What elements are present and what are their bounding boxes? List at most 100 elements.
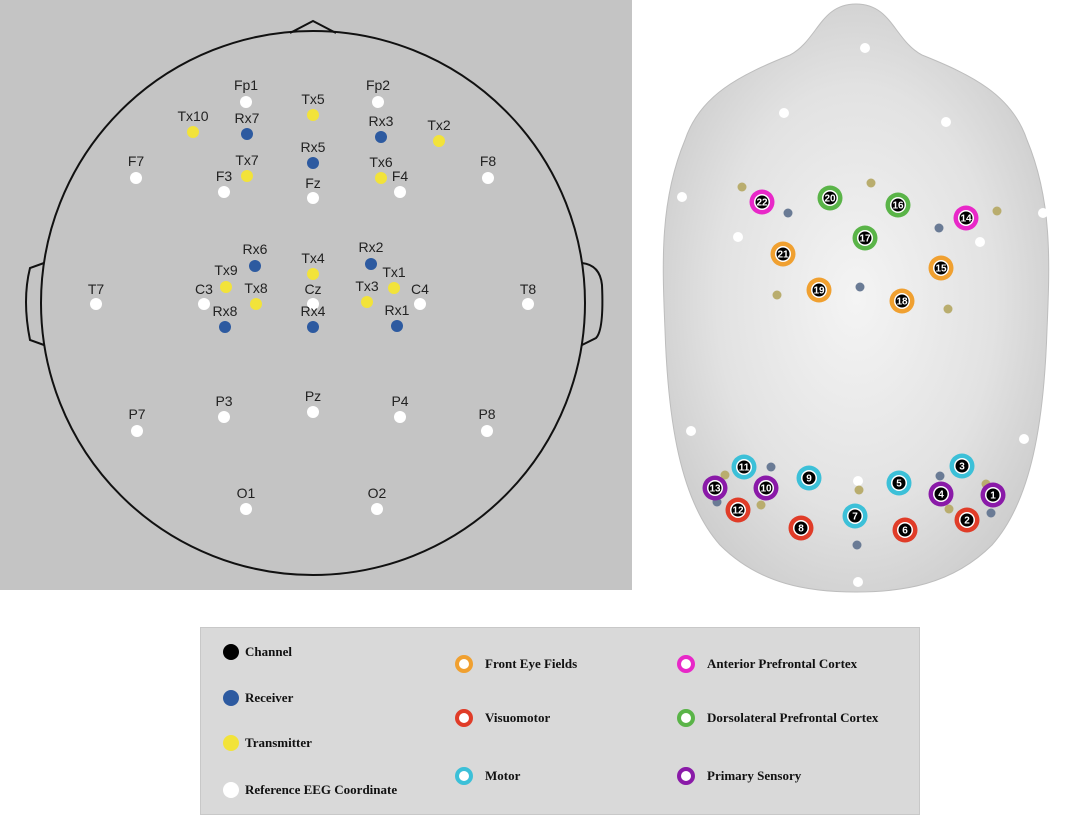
eeg-label-t8: T8 [520,281,537,297]
channel-16: 16 [885,192,911,218]
legend-label-receiver: Receiver [245,690,294,705]
eeg-label-o1: O1 [237,485,256,501]
transmitter-label-tx7: Tx7 [235,152,259,168]
head-transmitter-dot [944,504,954,514]
head-reference-dot [733,232,743,242]
transmitter-label-tx2: Tx2 [427,117,451,133]
receiver-dot-rx6 [249,260,261,272]
channel-number-18: 18 [896,297,908,308]
eeg-label-fz: Fz [305,175,321,191]
head-receiver-dot [766,462,776,472]
eeg-label-f8: F8 [480,153,497,169]
channel-dot-17 [858,231,872,245]
eeg-dot-fz [307,192,319,204]
legend-label-transmitter: Transmitter [245,735,312,750]
head-reference-dot [941,117,951,127]
channel-number-16: 16 [892,201,904,212]
transmitter-label-tx3: Tx3 [355,278,379,294]
dorsolateral-prefrontal-swatch [677,709,695,727]
eeg-dot-p4 [394,411,406,423]
eeg-dot-pz [307,406,319,418]
head-reference-dot [779,108,789,118]
transmitter-label-tx8: Tx8 [244,280,268,296]
receiver-label-rx2: Rx2 [359,239,384,255]
eeg-dot-p3 [218,411,230,423]
eeg-label-f3: F3 [216,168,233,184]
head-reference-dot [677,192,687,202]
receiver-label-rx3: Rx3 [369,113,394,129]
legend-item-anterior-prefrontal: Anterior Prefrontal Cortex [677,653,857,675]
channel-5: 5 [886,470,912,496]
receiver-dot-rx5 [307,157,319,169]
head-transmitter-dot [720,470,730,480]
reference-swatch [223,782,239,798]
eeg-dot-c4 [414,298,426,310]
channel-19: 19 [806,277,832,303]
transmitter-label-tx9: Tx9 [214,262,238,278]
eeg-label-p7: P7 [128,406,145,422]
channel-13: 13 [702,475,728,501]
receiver-swatch [223,690,239,706]
eeg-dot-f8 [482,172,494,184]
eeg-dot-cz [307,298,319,310]
legend-item-visuomotor: Visuomotor [455,707,550,729]
transmitter-dot-tx10 [187,126,199,138]
head-transmitter-dot [854,485,864,495]
channel-dot-1 [986,488,1000,502]
visuomotor-swatch [455,709,473,727]
eeg-dot-fp1 [240,96,252,108]
head-reference-dot [853,577,863,587]
eeg-label-p4: P4 [391,393,408,409]
eeg-dot-fp2 [372,96,384,108]
channel-dot-14 [959,211,973,225]
eeg-label-f4: F4 [392,168,409,184]
transmitter-label-tx4: Tx4 [301,250,325,266]
channel-number-22: 22 [756,198,768,209]
legend-item-dorsolateral-prefrontal: Dorsolateral Prefrontal Cortex [677,707,878,729]
eeg-dot-p8 [481,425,493,437]
channel-21: 21 [770,241,796,267]
head-transmitter-dot [866,178,876,188]
head-receiver-dot [935,471,945,481]
legend: Channel Receiver Transmitter Reference E… [200,627,920,815]
eeg-dot-t8 [522,298,534,310]
channel-dot-11 [737,460,751,474]
receiver-label-rx8: Rx8 [213,303,238,319]
head-reference-dot [1038,208,1048,218]
channel-dot-3 [955,459,969,473]
channel-number-1: 1 [990,491,996,502]
transmitter-dot-tx3 [361,296,373,308]
channel-dot-19 [812,283,826,297]
eeg-label-fp1: Fp1 [234,77,258,93]
right-ear-outline [581,262,604,346]
channel-dot-15 [934,261,948,275]
legend-item-primary-sensory: Primary Sensory [677,765,801,787]
channel-dot-22 [755,195,769,209]
eeg-label-cz: Cz [304,281,321,297]
channel-dot-2 [960,513,974,527]
legend-label-reference: Reference EEG Coordinate [245,782,398,797]
anterior-prefrontal-swatch [677,655,695,673]
channel-dot-5 [892,476,906,490]
channel-dot-16 [891,198,905,212]
transmitter-dot-tx9 [220,281,232,293]
channel-number-6: 6 [902,526,908,537]
receiver-dot-rx3 [375,131,387,143]
receiver-label-rx6: Rx6 [243,241,268,257]
channel-7: 7 [842,503,868,529]
eeg-label-pz: Pz [305,388,321,404]
left-ear-outline [25,262,45,346]
head-receiver-dot [852,540,862,550]
legend-label-front-eye-fields: Front Eye Fields [485,656,578,671]
transmitter-label-tx5: Tx5 [301,91,325,107]
transmitter-dot-tx2 [433,135,445,147]
channel-number-5: 5 [896,479,902,490]
receiver-dot-rx7 [241,128,253,140]
head-transmitter-dot [756,500,766,510]
channel-dot-9 [802,471,816,485]
channel-1: 1 [980,482,1006,508]
channel-number-14: 14 [960,214,972,225]
transmitter-swatch [223,735,239,751]
